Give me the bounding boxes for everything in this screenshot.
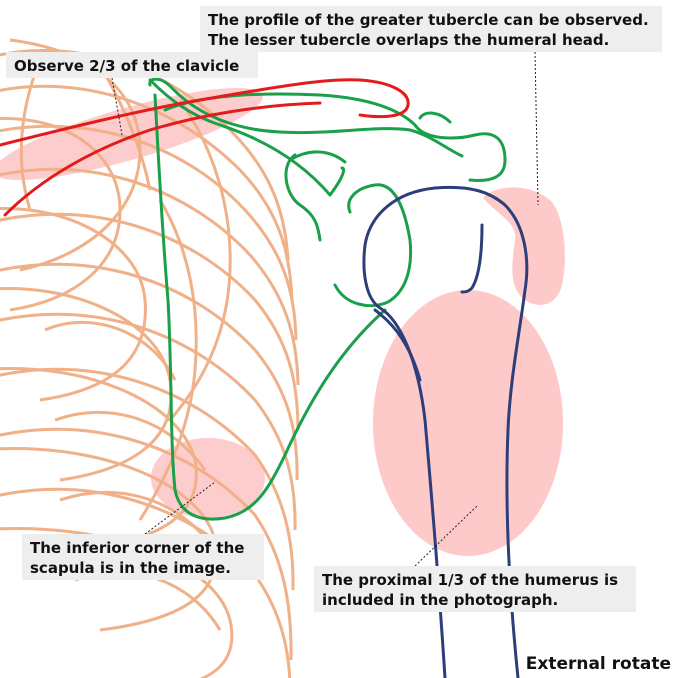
glenoid-rim bbox=[333, 183, 413, 308]
clavicle-lower-border bbox=[3, 101, 322, 217]
humerus-medial-shaft bbox=[373, 308, 422, 382]
scapula-callout-line1: The inferior corner of the bbox=[30, 539, 245, 557]
scapula-callout: The inferior corner of the scapula is in… bbox=[22, 534, 264, 580]
clavicle-highlight bbox=[0, 88, 263, 180]
scapula-leader bbox=[144, 481, 216, 535]
humerus-callout: The proximal 1/3 of the humerus is inclu… bbox=[314, 566, 636, 612]
rib-line bbox=[0, 212, 300, 431]
rib-line bbox=[0, 367, 295, 591]
humerus bbox=[362, 185, 529, 678]
rib-line bbox=[0, 427, 293, 661]
rib-line bbox=[0, 526, 234, 678]
greater-tubercle-callout-line2: The lesser tubercle overlaps the humeral… bbox=[208, 31, 610, 49]
clavicle-leader bbox=[111, 77, 123, 136]
rib-line bbox=[54, 410, 207, 471]
greater-tubercle-callout: The profile of the greater tubercle can … bbox=[200, 6, 662, 52]
glenoid-outline bbox=[284, 153, 322, 242]
scapula-callout-line2: scapula is in the image. bbox=[30, 559, 231, 577]
scapula-medial-border bbox=[153, 93, 387, 521]
view-label: External rotate bbox=[525, 654, 671, 674]
rib-line bbox=[0, 446, 218, 632]
humerus-callout-line1: The proximal 1/3 of the humerus is bbox=[322, 571, 619, 589]
clavicle bbox=[0, 78, 410, 217]
rib-line bbox=[0, 124, 298, 341]
clavicle-callout: Observe 2/3 of the clavicle bbox=[6, 52, 258, 78]
humerus-highlight bbox=[373, 290, 563, 556]
acromion bbox=[148, 77, 464, 158]
humeral-head-outline bbox=[362, 185, 529, 678]
clavicle-upper-border bbox=[0, 78, 410, 147]
rib-line bbox=[168, 99, 232, 421]
scapula bbox=[148, 77, 507, 521]
rib-line bbox=[0, 167, 300, 386]
rib-line bbox=[44, 320, 177, 381]
rib-line bbox=[0, 117, 122, 312]
lesser-tubercle-line bbox=[460, 223, 484, 294]
rib-line bbox=[0, 312, 297, 531]
rib-line bbox=[0, 84, 294, 301]
rib-line bbox=[0, 487, 292, 678]
tubercle-leader bbox=[534, 51, 539, 206]
leader-lines bbox=[111, 51, 539, 567]
coracoid-tip bbox=[418, 111, 452, 124]
rib-line bbox=[0, 262, 299, 481]
clavicle-callout-line1: Observe 2/3 of the clavicle bbox=[14, 57, 240, 75]
scapula-neck bbox=[288, 150, 347, 164]
rib-line bbox=[59, 490, 217, 551]
humerus-callout-line2: included in the photograph. bbox=[322, 591, 559, 609]
coracoid-process bbox=[163, 92, 507, 182]
humerus-leader bbox=[414, 504, 479, 567]
rib-line bbox=[138, 199, 198, 521]
scapula-spine bbox=[148, 78, 345, 197]
greater-tubercle-callout-line1: The profile of the greater tubercle can … bbox=[208, 11, 649, 29]
